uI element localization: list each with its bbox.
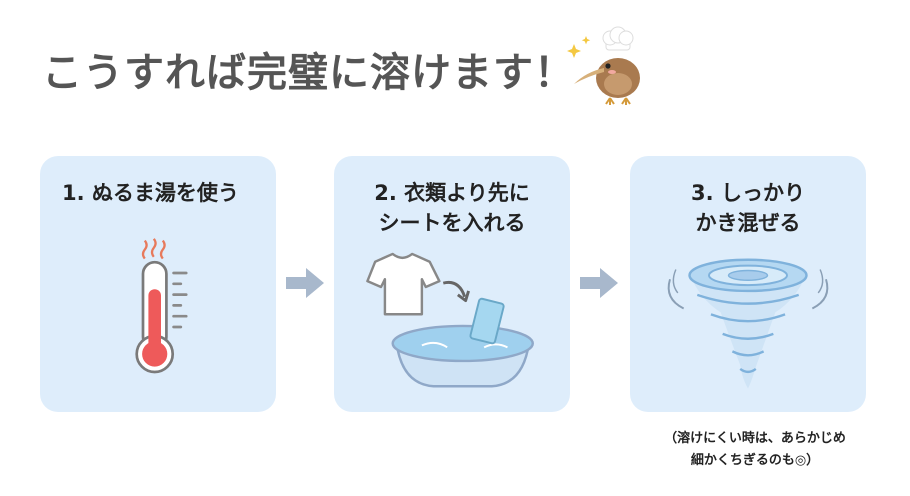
step-2-label: 2. 衣類より先に シートを入れる xyxy=(334,178,570,238)
step-1-label-line: 1. ぬるま湯を使う xyxy=(62,181,239,205)
step-2-label-line-2: シートを入れる xyxy=(378,211,526,235)
step-2-label-line-1: 2. 衣類より先に xyxy=(374,181,530,205)
whirlpool-icon xyxy=(667,258,829,389)
page-title: こうすれば完璧に溶けます！ xyxy=(42,50,575,96)
kiwi-chef-mascot-icon xyxy=(567,26,640,105)
tshirt-basin-icon xyxy=(366,252,534,388)
step-card-2: 2. 衣類より先に シートを入れる xyxy=(334,156,570,412)
tip-note-line-2: 細かくちぎるのも◎） xyxy=(690,453,820,468)
arrow-right-icon xyxy=(286,268,324,298)
step-3-label-line-2: かき混ぜる xyxy=(695,211,801,235)
step-card-1: 1. ぬるま湯を使う xyxy=(40,156,276,412)
step-card-3: 3. しっかり かき混ぜる xyxy=(630,156,866,412)
tip-note-line-1: （溶けにくい時は、あらかじめ xyxy=(664,431,846,446)
tip-note: （溶けにくい時は、あらかじめ 細かくちぎるのも◎） xyxy=(610,428,900,472)
step-3-label: 3. しっかり かき混ぜる xyxy=(630,178,866,238)
thermometer-icon xyxy=(135,238,188,374)
step-1-label: 1. ぬるま湯を使う xyxy=(62,178,276,208)
step-3-label-line-1: 3. しっかり xyxy=(691,181,805,205)
arrow-right-icon xyxy=(580,268,618,298)
